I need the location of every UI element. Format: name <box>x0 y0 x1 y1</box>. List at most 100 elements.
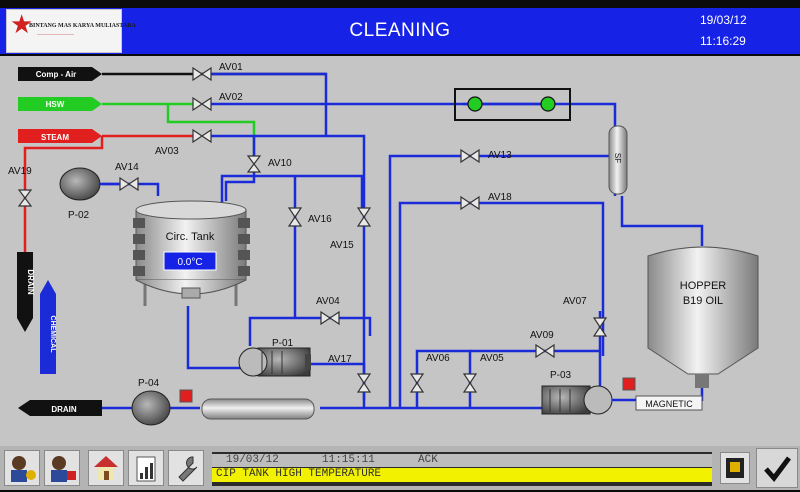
tank-temperature: 0.0°C <box>177 257 202 268</box>
valve-av06[interactable] <box>409 373 425 393</box>
home-button[interactable] <box>88 450 124 486</box>
valve-label-av01: AV01 <box>219 62 243 73</box>
steam-arrow: STEAM <box>18 129 102 143</box>
hopper-label-line1: HOPPER <box>680 280 727 292</box>
hopper-label-line2: B19 OIL <box>683 295 723 307</box>
alarm-date: 19/03/12 <box>226 454 279 466</box>
valve-av04[interactable] <box>320 310 340 326</box>
valve-av15[interactable] <box>356 207 372 227</box>
chemical-arrow: CHEMICAL <box>40 280 56 374</box>
heat-exchanger <box>454 88 571 121</box>
valve-label-av06: AV06 <box>426 353 450 364</box>
settings-wrench-icon <box>178 456 198 482</box>
alarm-time: 11:15:11 <box>322 454 375 466</box>
pump-p01[interactable]: P-01 <box>238 338 311 377</box>
steam-label: STEAM <box>41 133 69 142</box>
pump-label-p03: P-03 <box>550 370 572 381</box>
alarm-message: CIP TANK HIGH TEMPERATURE <box>216 468 382 480</box>
alarm-banner[interactable]: 19/03/12 11:15:11 ACK CIP TANK HIGH TEMP… <box>212 452 712 486</box>
comp-air-label: Comp - Air <box>36 70 77 79</box>
valve-label-av13: AV13 <box>488 150 512 161</box>
alarm-info-row: 19/03/12 11:15:11 ACK <box>212 454 712 467</box>
valve-av19[interactable] <box>17 189 33 207</box>
valve-label-av15: AV15 <box>330 240 354 251</box>
settings-button[interactable] <box>168 450 204 486</box>
hsw-arrow: HSW <box>18 97 102 111</box>
filter-label: SF <box>613 153 622 163</box>
process-panel: Comp - Air HSW STEAM DRAIN CHEMICAL DRAI… <box>0 56 800 446</box>
trend-icon <box>136 456 156 482</box>
tank-label: Circ. Tank <box>166 231 215 243</box>
tank-temperature-display <box>163 251 217 271</box>
logo-subtext: ───────────── <box>37 32 74 37</box>
pump-p03[interactable]: P-03 <box>541 370 636 415</box>
valve-label-av04: AV04 <box>316 296 340 307</box>
user-login-icon <box>11 456 36 482</box>
header-date: 19/03/12 <box>700 13 747 27</box>
chemical-label: CHEMICAL <box>49 316 56 354</box>
strainer-filter: SF <box>608 125 628 195</box>
valve-label-av07: AV07 <box>563 296 587 307</box>
drain-vertical-label: DRAIN <box>26 269 35 295</box>
header-bar <box>0 8 800 54</box>
valve-label-av10: AV10 <box>268 158 292 169</box>
pump-label-p04: P-04 <box>138 378 160 389</box>
process-diagram: Comp - Air HSW STEAM DRAIN CHEMICAL DRAI… <box>8 62 759 426</box>
valve-av01[interactable] <box>192 66 212 82</box>
valve-av14[interactable] <box>119 176 139 192</box>
pump-label-p02: P-02 <box>68 210 90 221</box>
alarm-message-row: CIP TANK HIGH TEMPERATURE <box>212 468 712 482</box>
page-title: CLEANING <box>349 20 451 41</box>
alarm-acknowledge-button[interactable] <box>720 452 750 484</box>
valve-av18[interactable] <box>460 195 480 211</box>
indicator-left-icon <box>467 96 483 112</box>
star-logo-icon: ★ <box>10 10 34 40</box>
valve-av07[interactable] <box>592 317 608 337</box>
valve-av16[interactable] <box>287 207 303 227</box>
checkmark-icon <box>764 456 791 482</box>
drain-bottom-arrow: DRAIN <box>18 400 102 416</box>
user-login-button[interactable] <box>4 450 40 486</box>
drain-bottom-label: DRAIN <box>51 405 77 414</box>
horizontal-vessel <box>201 398 315 420</box>
valve-label-av16: AV16 <box>308 214 332 225</box>
header-time: 11:16:29 <box>700 34 746 48</box>
valve-label-av09: AV09 <box>530 330 554 341</box>
valve-label-av17: AV17 <box>328 354 352 365</box>
valve-av13[interactable] <box>460 148 480 164</box>
pump-label-p01: P-01 <box>272 338 294 349</box>
magnetic-label: MAGNETIC <box>645 399 693 409</box>
valve-av05[interactable] <box>462 373 478 393</box>
valve-av03[interactable] <box>192 128 212 144</box>
hsw-label: HSW <box>46 100 65 109</box>
indicator-right-icon <box>540 96 556 112</box>
valve-av10[interactable] <box>246 155 262 173</box>
valve-label-av05: AV05 <box>480 353 504 364</box>
trend-button[interactable] <box>128 450 164 486</box>
status-indicator-p03 <box>622 377 636 391</box>
hopper-b19-oil[interactable]: HOPPER B19 OIL <box>647 246 759 388</box>
valve-av02[interactable] <box>192 96 212 112</box>
valve-label-av03: AV03 <box>155 146 179 157</box>
valve-label-av14: AV14 <box>115 162 139 173</box>
alarm-status: ACK <box>418 454 438 466</box>
circulation-tank[interactable]: Circ. Tank 0.0°C <box>133 200 250 306</box>
alarm-bell-icon <box>726 458 744 478</box>
status-indicator-p04 <box>179 389 193 403</box>
home-icon <box>94 456 118 480</box>
valve-label-av19: AV19 <box>8 166 32 177</box>
valve-av17[interactable] <box>356 373 372 393</box>
valve-label-av18: AV18 <box>488 192 512 203</box>
drain-vertical-arrow: DRAIN <box>17 252 35 332</box>
user-logout-button[interactable] <box>44 450 80 486</box>
magnetic-separator[interactable]: MAGNETIC <box>635 388 704 411</box>
comp-air-arrow: Comp - Air <box>18 67 102 81</box>
user-logout-icon <box>51 456 76 482</box>
valve-av09[interactable] <box>535 343 555 359</box>
confirm-button[interactable] <box>756 448 798 488</box>
pump-p04[interactable]: P-04 <box>131 378 171 426</box>
pump-p02[interactable]: P-02 <box>59 167 120 221</box>
company-logo: ★ BINTANG MAS KARYA MULIASTARA ─────────… <box>6 9 136 53</box>
logo-text: BINTANG MAS KARYA MULIASTARA <box>29 23 136 29</box>
valve-label-av02: AV02 <box>219 92 243 103</box>
